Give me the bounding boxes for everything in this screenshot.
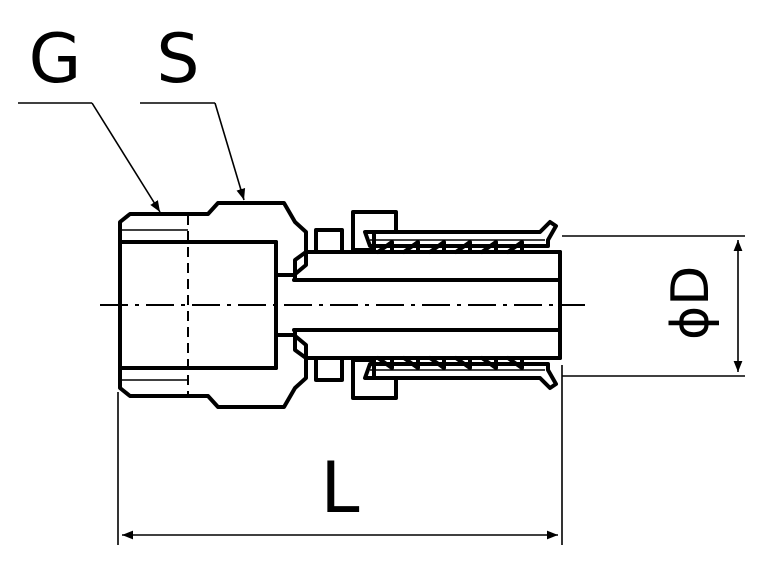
thread-label: G [29,20,82,99]
barbs-upper [376,240,524,254]
leader-g [91,102,161,213]
stem-upper [293,250,562,282]
seal-upper [314,228,344,254]
barbs-lower [376,356,524,370]
seal-lower [314,356,344,382]
retaining-ring-upper [351,210,398,252]
body-upper-section [118,201,308,277]
leader-s [214,102,246,201]
body-lower-section [118,333,308,409]
sleeve-lower [363,362,558,390]
sleeve-upper [363,220,558,248]
diameter-label: ϕD [661,266,721,340]
length-label: L [321,447,360,529]
stem-lower [293,328,562,360]
retaining-ring-lower [351,358,398,400]
hex-label: S [156,20,199,99]
